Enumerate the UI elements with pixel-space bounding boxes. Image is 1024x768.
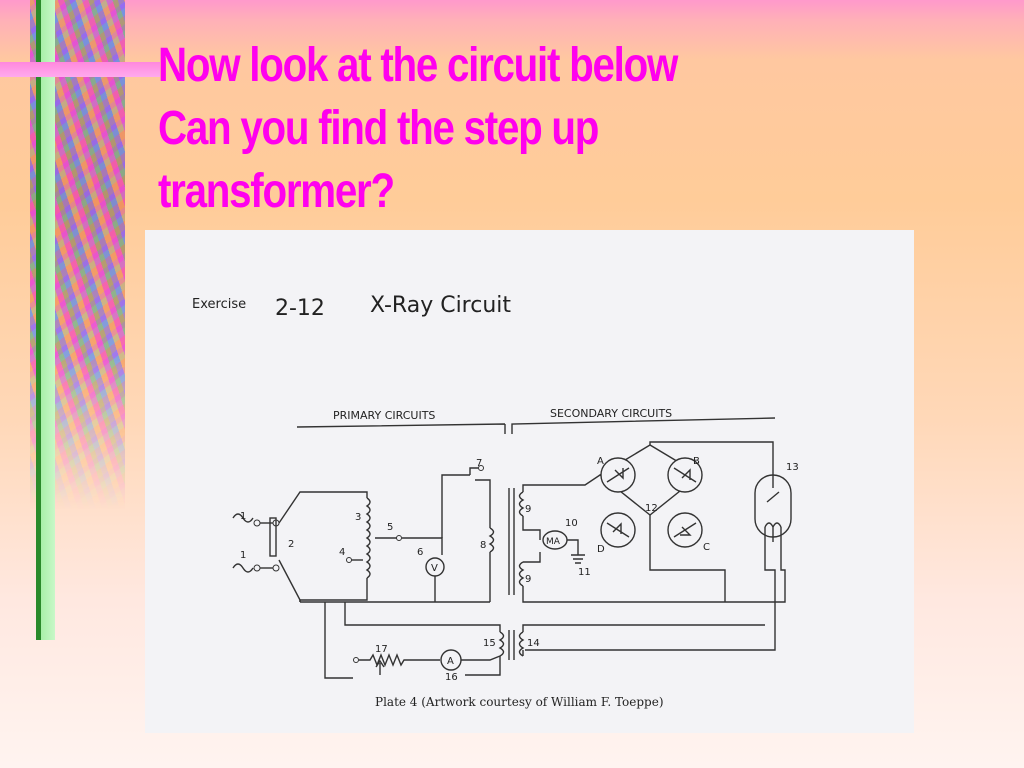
step-up-transformer-core	[508, 488, 515, 595]
wire-ma-to-coil	[523, 552, 541, 563]
milliammeter-label: MA	[546, 537, 561, 547]
label-7: 7	[476, 458, 482, 469]
primary-bracket	[296, 423, 506, 434]
rectifier-valve-a: A	[597, 456, 636, 493]
label-d: D	[597, 544, 605, 555]
wire-primary-to-filament	[344, 602, 501, 632]
wire-bridge-bottom	[649, 515, 726, 602]
ground-symbol: 11	[567, 539, 591, 578]
rheostat: 17	[353, 644, 440, 675]
wire-to-timer	[441, 474, 470, 538]
wire-filament-circuit	[525, 527, 776, 651]
rectifier-valve-d: D	[597, 512, 636, 555]
label-9-top: 9	[525, 504, 531, 515]
bridge-rectifier: A B D C 12	[597, 444, 710, 555]
ac-input-top	[232, 513, 280, 527]
wire-ammeter-to-coil	[461, 655, 501, 661]
exercise-number: 2-12	[275, 296, 325, 321]
label-10: 10	[565, 518, 578, 529]
ammeter-label: A	[447, 656, 454, 667]
circuit-figure: Exercise 2-12 X-Ray Circuit PRIMARY CIRC…	[145, 230, 914, 733]
xray-tube: 13	[754, 462, 799, 542]
ac-input-bottom	[232, 563, 280, 573]
wire-secondary-to-rectifier-top	[522, 474, 601, 492]
rectifier-valve-c: C	[667, 512, 710, 553]
figure-caption: Plate 4 (Artwork courtesy of William F. …	[375, 695, 664, 709]
rectifier-valve-b: B	[667, 456, 703, 493]
label-17: 17	[375, 644, 388, 655]
wire-filament-to-ammeter	[465, 656, 501, 676]
title-line-3: transformer?	[158, 165, 395, 218]
primary-circuits-heading: PRIMARY CIRCUITS	[333, 409, 435, 422]
label-14: 14	[527, 638, 540, 649]
voltmeter: V 6	[417, 547, 445, 577]
label-16: 16	[445, 672, 458, 683]
exercise-word: Exercise	[192, 297, 246, 312]
decorative-vertical-bar-dark	[36, 0, 41, 640]
autotransformer: 3 5 4	[299, 497, 402, 602]
label-13: 13	[786, 462, 799, 473]
voltmeter-label: V	[431, 563, 438, 574]
secondary-circuits-heading: SECONDARY CIRCUITS	[550, 407, 672, 420]
main-switch: 2	[269, 491, 368, 601]
label-8: 8	[480, 540, 486, 551]
wire-filament-secondary-top	[522, 624, 765, 632]
label-1-top: 1	[240, 511, 246, 522]
label-3: 3	[355, 512, 361, 523]
wire-coil-to-ma	[522, 516, 541, 540]
title-line-1: Now look at the circuit below	[158, 39, 678, 92]
label-1-bottom: 1	[240, 550, 246, 561]
label-15: 15	[483, 638, 496, 649]
label-11: 11	[578, 567, 591, 578]
milliammeter: MA 10	[542, 518, 578, 550]
wire-left-to-rheostat	[324, 602, 353, 679]
step-up-secondary-coil-bottom: 9	[518, 561, 531, 587]
exercise-title: X-Ray Circuit	[370, 293, 511, 318]
label-5: 5	[387, 522, 393, 533]
label-9-bottom: 9	[525, 574, 531, 585]
xray-circuit-diagram: Exercise 2-12 X-Ray Circuit PRIMARY CIRC…	[192, 293, 799, 709]
wire-secondary-bottom	[522, 586, 725, 603]
filament-transformer: 15 14	[483, 630, 540, 660]
label-2: 2	[288, 539, 294, 550]
slide-title: Now look at the circuit below Can you fi…	[158, 34, 678, 223]
wire-bridge-to-tube-top	[649, 441, 774, 470]
step-up-secondary-coil-top: 9	[518, 491, 531, 517]
wire-tube-cathode	[725, 527, 786, 603]
label-b: B	[693, 456, 700, 467]
label-12: 12	[645, 503, 658, 514]
decorative-vertical-bar	[41, 0, 55, 640]
decorative-horizontal-bar	[0, 62, 160, 77]
label-4: 4	[339, 547, 345, 558]
label-6: 6	[417, 547, 423, 558]
label-c: C	[703, 542, 710, 553]
step-up-primary-coil: 7 8	[469, 458, 495, 602]
title-line-2: Can you find the step up	[158, 102, 599, 155]
ammeter: A 16	[440, 649, 462, 683]
label-a: A	[597, 456, 604, 467]
secondary-bracket	[511, 417, 776, 434]
